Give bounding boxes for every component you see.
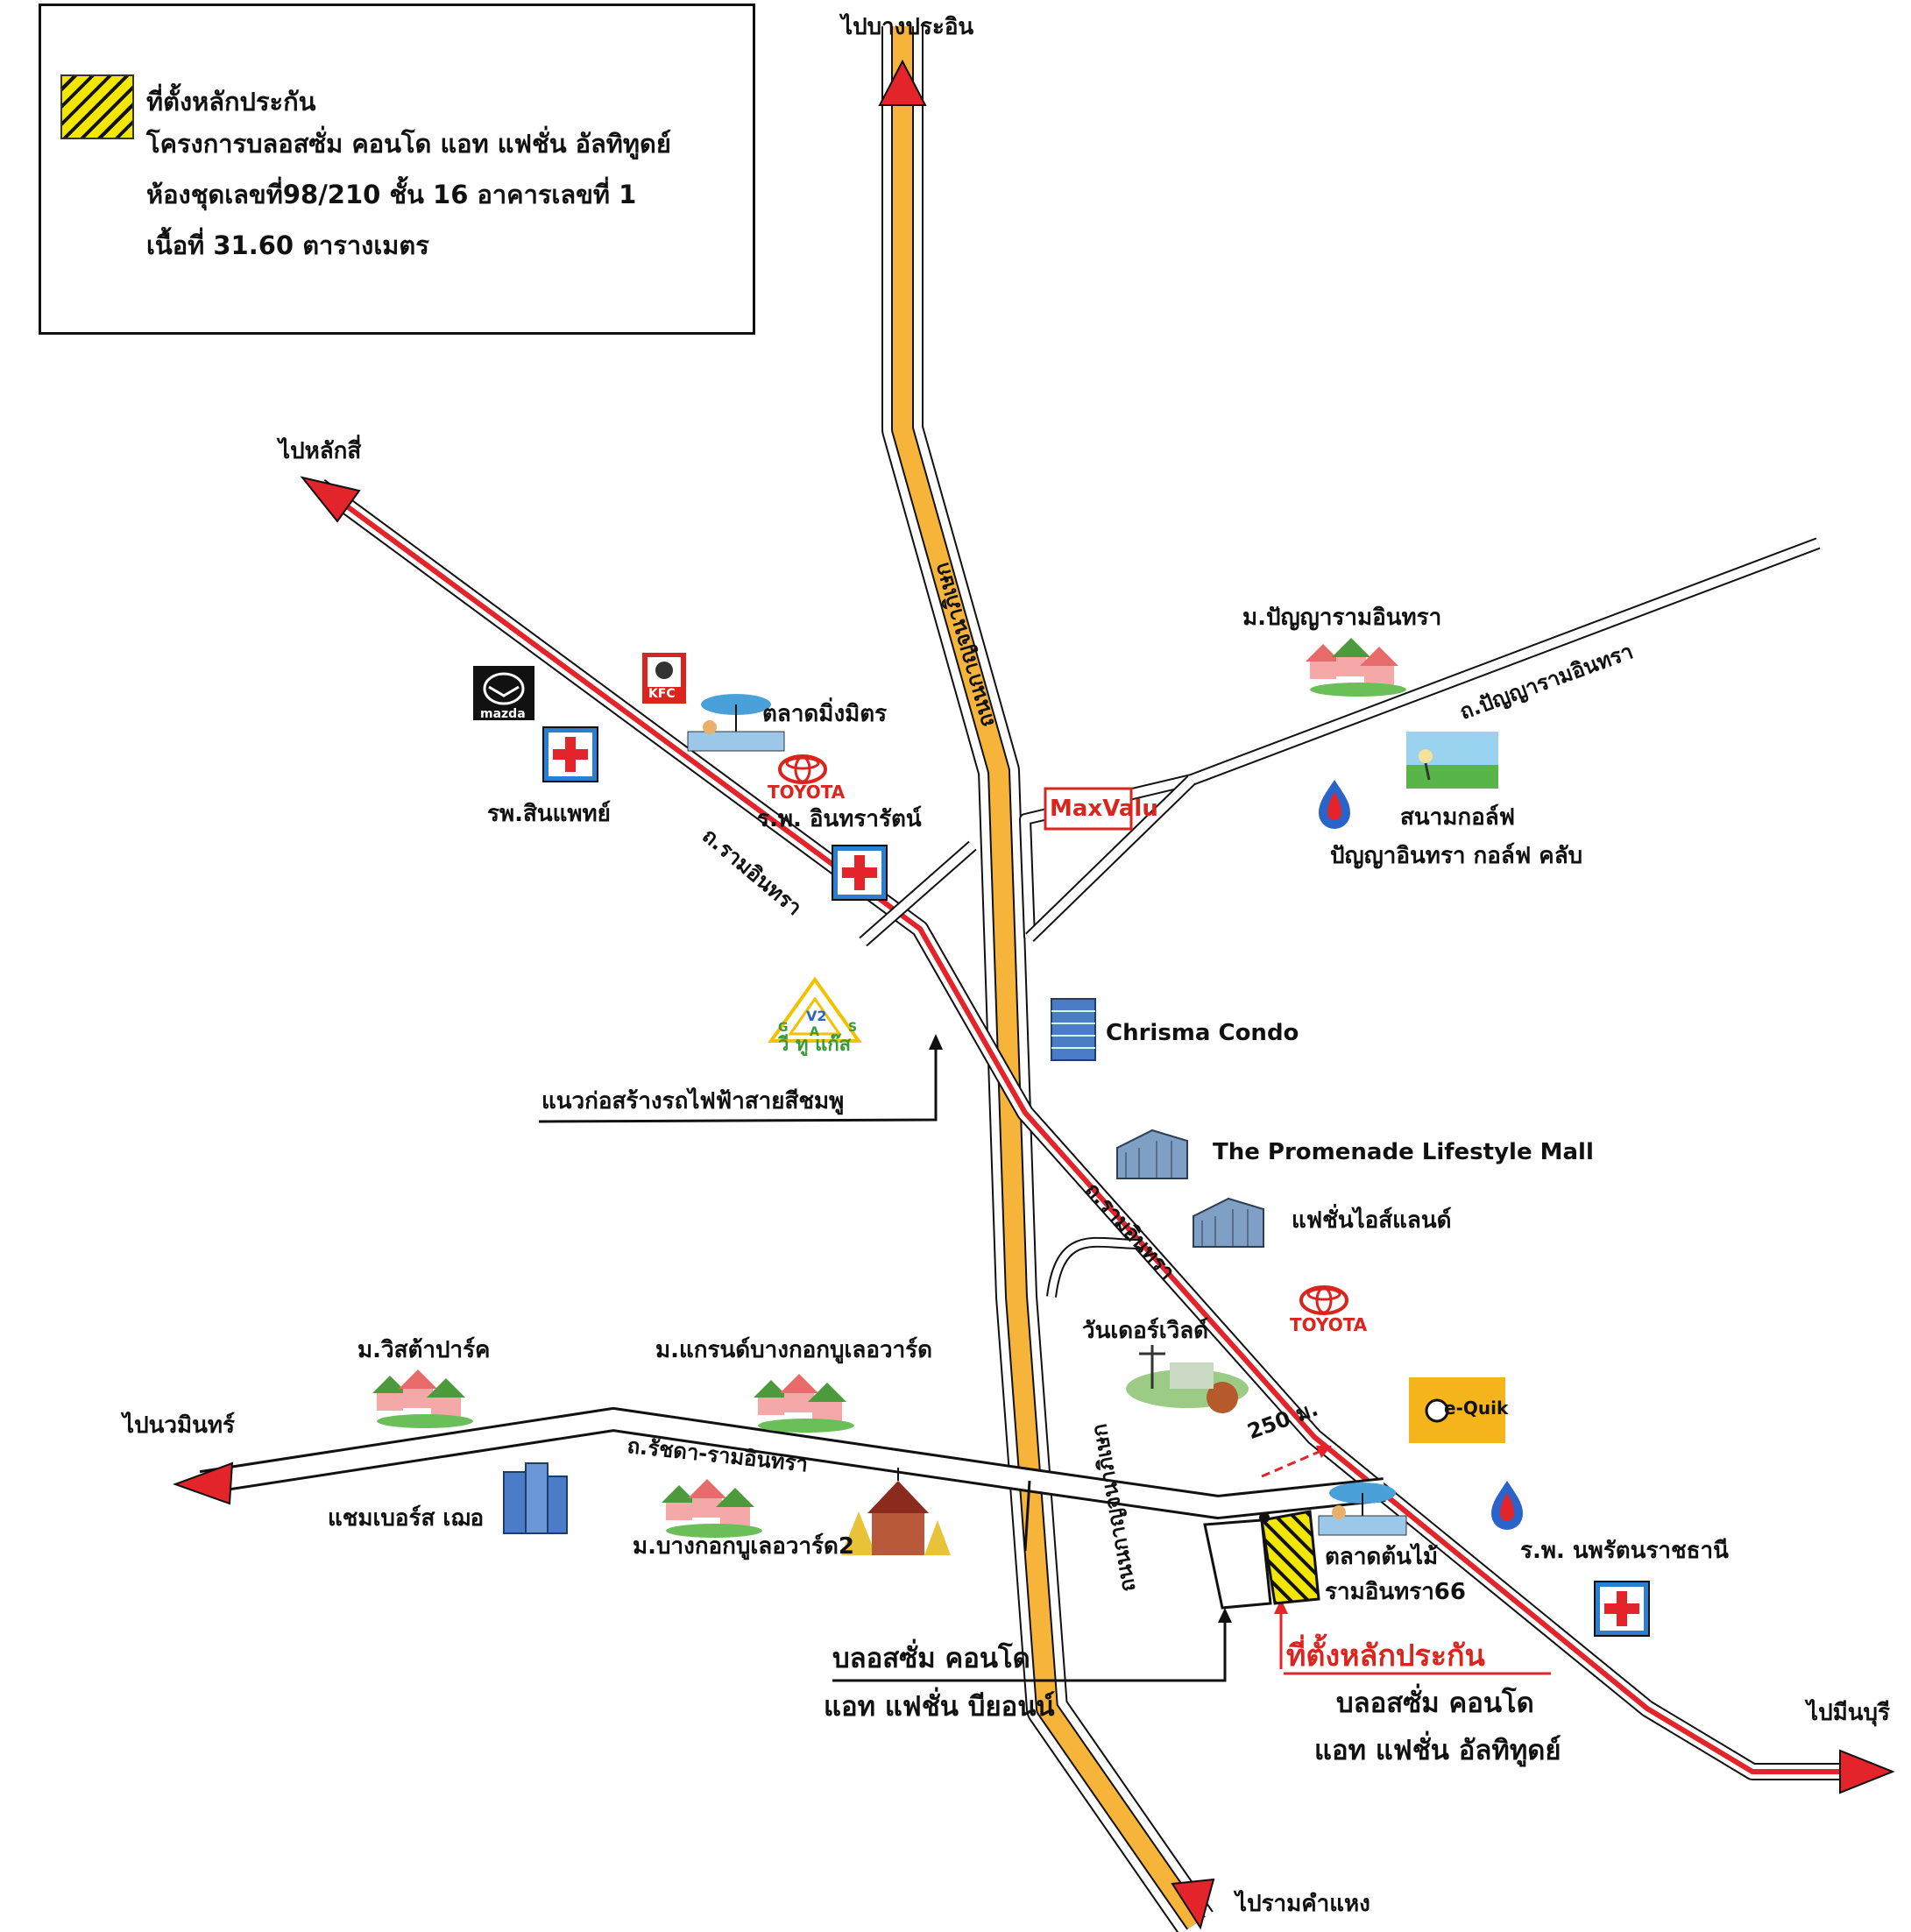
label-collateral-1: บลอสซั่ม คอนโด [1336, 1688, 1534, 1719]
collateral-site-plot [1259, 1510, 1320, 1605]
chambers-building-icon [503, 1462, 568, 1534]
houses-icon-grand [754, 1374, 854, 1433]
equik-logo-icon [1409, 1377, 1505, 1443]
market-tonmai-icon [1318, 1483, 1407, 1536]
ramintra-road [315, 478, 1858, 1780]
label-chambers: แชมเบอร์ส เฌอ [328, 1505, 485, 1532]
v2-gas-logo-icon [768, 976, 862, 1043]
label-v2-gas: วี ทู แก๊ส [778, 1034, 852, 1056]
mazda-logo-icon [473, 666, 534, 720]
temple-icon [841, 1468, 951, 1555]
mazda-logo-text: mazda [480, 707, 526, 721]
label-golf-2: ปัญญาอินทรา กอล์ฟ คลับ [1330, 843, 1583, 869]
label-rp-sinphaet: รพ.สินแพทย์ [487, 801, 611, 827]
toyota-logo-text: TOYOTA [768, 782, 846, 803]
label-m-panya-ramintra: ม.ปัญญารามอินทรา [1242, 605, 1442, 631]
direction-north: ไปบางประอิน [841, 14, 974, 40]
arrow-south [1171, 1878, 1215, 1930]
label-m-bkk-blvd2: ม.บางกอกบูเลอวาร์ด2 [633, 1533, 854, 1560]
legend-line-1: ที่ตั้งหลักประกัน [146, 87, 316, 117]
collateral-swatch-icon [60, 74, 134, 139]
market-mingmit-icon [687, 694, 785, 752]
label-blossom-beyond-2: แอท แฟชั่น บียอนน์ [824, 1691, 1055, 1723]
kfc-logo-text: KFC [648, 687, 676, 701]
label-talad-mingmit: ตลาดมิ่งมิตร [762, 701, 888, 727]
label-m-vista-park: ม.วิสต้าปาร์ค [357, 1337, 491, 1363]
hospital-icon-nopparat [1594, 1581, 1650, 1637]
wonderworld-icon [1126, 1345, 1249, 1413]
v2-mark-text: V2 [806, 1008, 827, 1024]
blossom-beyond-plot [1203, 1518, 1272, 1610]
kfc-logo-icon [642, 653, 686, 704]
ptt-station-icon [1491, 1481, 1523, 1530]
gas-letter-a: A [810, 1025, 819, 1039]
fashion-island-mall-icon [1193, 1197, 1264, 1248]
golf-course-icon [1406, 732, 1498, 789]
label-chrisma: Chrisma Condo [1106, 1020, 1299, 1046]
label-golf-1: สนามกอล์ฟ [1400, 804, 1516, 831]
direction-south: ไปรามคำแหง [1235, 1891, 1370, 1917]
houses-icon-vista [372, 1369, 473, 1428]
label-talad-tonmai-1: ตลาดต้นไม้ [1325, 1544, 1439, 1570]
legend-line-4: เนื้อที่ 31.60 ตารางเมตร [146, 230, 429, 260]
label-rp-nopparat: ร.พ. นพรัตนราชธานี [1520, 1538, 1729, 1564]
blossom-beyond-pointer [832, 1608, 1232, 1682]
label-promenade: The Promenade Lifestyle Mall [1213, 1139, 1594, 1165]
toyota-logo-text: TOYOTA [1290, 1314, 1368, 1335]
maxvalu-logo-text: MaxValu [1050, 796, 1158, 822]
promenade-mall-icon [1116, 1129, 1188, 1179]
label-wonder-world: วันเดอร์เวิลด์ [1082, 1318, 1209, 1344]
legend-box: ที่ตั้งหลักประกัน โครงการบลอสซั่ม คอนโด … [39, 4, 755, 335]
equik-logo-text: e-Quik [1444, 1398, 1509, 1419]
maxvalu-logo-icon [1044, 787, 1133, 831]
gas-letter-g: G [778, 1021, 789, 1035]
label-rp-intararat: ร.พ. อินทรารัตน์ [757, 806, 922, 832]
arrow-north [878, 59, 927, 106]
label-fashion-island: แฟชั่นไอส์แลนด์ [1292, 1207, 1452, 1234]
chrisma-condo-building-icon [1051, 998, 1096, 1061]
pink-line-pointer [538, 1034, 943, 1123]
arrow-northwest [300, 476, 361, 523]
label-pink-line: แนวก่อสร้างรถไฟฟ้าสายสีชมพู [541, 1088, 845, 1115]
houses-icon-bkk2 [662, 1479, 762, 1538]
ratchada-ramintra-road [199, 1407, 1386, 1519]
arrow-east [1839, 1749, 1895, 1794]
toyota-logo-icon [778, 754, 827, 784]
direction-east: ไปมีนบุรี [1807, 1700, 1890, 1726]
collateral-pointer [1274, 1599, 1551, 1675]
ptt-station-icon [1319, 780, 1350, 829]
distance-arrow [1261, 1446, 1332, 1478]
gas-letter-s: S [848, 1021, 858, 1035]
direction-northwest: ไปหลักสี่ [279, 438, 362, 464]
intararat-side-road [859, 840, 977, 947]
legend-line-3: ห้องชุดเลขที่98/210 ชั้น 16 อาคารเลขที่ … [146, 180, 637, 209]
direction-west: ไปนวมินทร์ [123, 1412, 235, 1439]
wonderworld-road [1046, 1236, 1140, 1298]
kanchanaphisek-highway [881, 26, 1214, 1932]
arrow-west [173, 1461, 234, 1505]
hospital-icon-intararat [832, 845, 888, 901]
legend-line-2: โครงการบลอสซั่ม คอนโด แอท แฟชั่น อัลทิทู… [146, 129, 671, 159]
label-collateral-2: แอท แฟชั่น อัลทิทูดย์ [1314, 1735, 1561, 1766]
site-access-road [1023, 1480, 1031, 1552]
hospital-icon-sinphaet [542, 726, 598, 782]
label-blossom-beyond-1: บลอสซั่ม คอนโด [832, 1643, 1030, 1674]
houses-icon-panya [1306, 638, 1406, 697]
label-collateral-title: ที่ตั้งหลักประกัน [1286, 1638, 1485, 1674]
label-talad-tonmai-2: รามอินทรา66 [1325, 1579, 1466, 1605]
toyota-logo-icon [1299, 1285, 1348, 1315]
label-m-grand-bkk: ม.แกรนด์บางกอกบูเลอวาร์ด [655, 1337, 933, 1363]
